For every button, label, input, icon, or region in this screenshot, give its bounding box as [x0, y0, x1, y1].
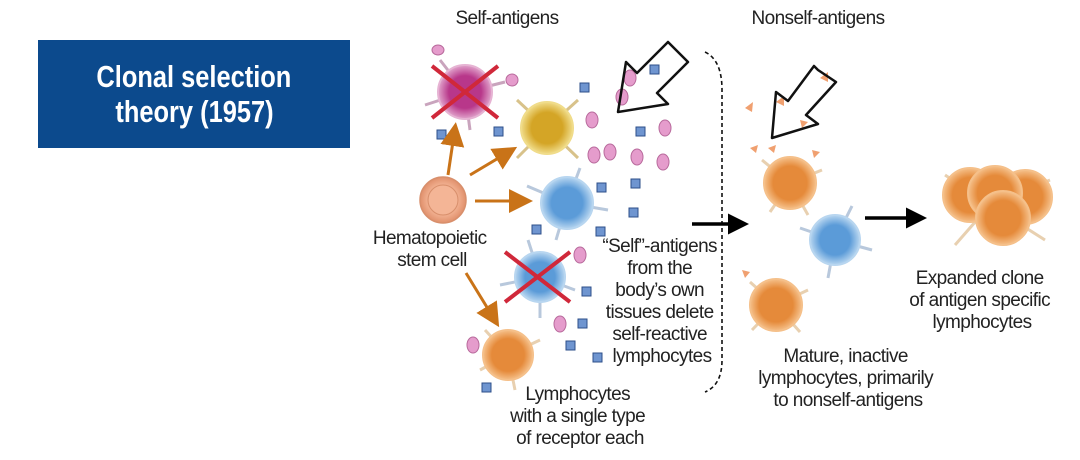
- blue-lymphocyte-deleted: [499, 239, 576, 318]
- nonself-antigens-label: Nonself-antigens: [752, 8, 885, 29]
- self-antigens-label: Self-antigens: [455, 8, 558, 29]
- expanded-clone: [942, 165, 1053, 246]
- purple-lymphocyte-deleted: [424, 59, 506, 131]
- differentiation-arrows: [440, 122, 533, 328]
- mature-orange-lymphocyte-1: [761, 156, 823, 216]
- self-antigen-hollow-arrow: [616, 40, 690, 114]
- yellow-lymphocyte: [515, 98, 580, 160]
- title-box: Clonal selection theory (1957): [38, 40, 350, 148]
- blue-lymphocyte: [526, 167, 609, 241]
- self-antigen-particles: [431, 44, 672, 354]
- lymphocytes-label: Lymphocytes with a single type of recept…: [509, 384, 650, 449]
- mature-blue-lymphocyte: [799, 205, 873, 279]
- stem-cell-label: Hematopoietic stem cell: [373, 228, 491, 271]
- nonself-antigen-hollow-arrow: [770, 64, 838, 140]
- cross-icon: [430, 64, 500, 120]
- mature-label: Mature, inactive lymphocytes, primarily …: [758, 346, 937, 411]
- cross-icon: [503, 250, 572, 304]
- mature-orange-lymphocyte-2: [749, 278, 809, 333]
- orange-lymphocyte: [479, 328, 541, 391]
- stem-cell: [419, 176, 467, 224]
- title-line-2: theory (1957): [114, 94, 274, 129]
- expanded-label: Expanded clone of antigen specific lymph…: [909, 268, 1054, 333]
- title-line-1: Clonal selection: [96, 59, 292, 94]
- self-deletion-label: “Self”-antigens from the body’s own tiss…: [602, 236, 721, 367]
